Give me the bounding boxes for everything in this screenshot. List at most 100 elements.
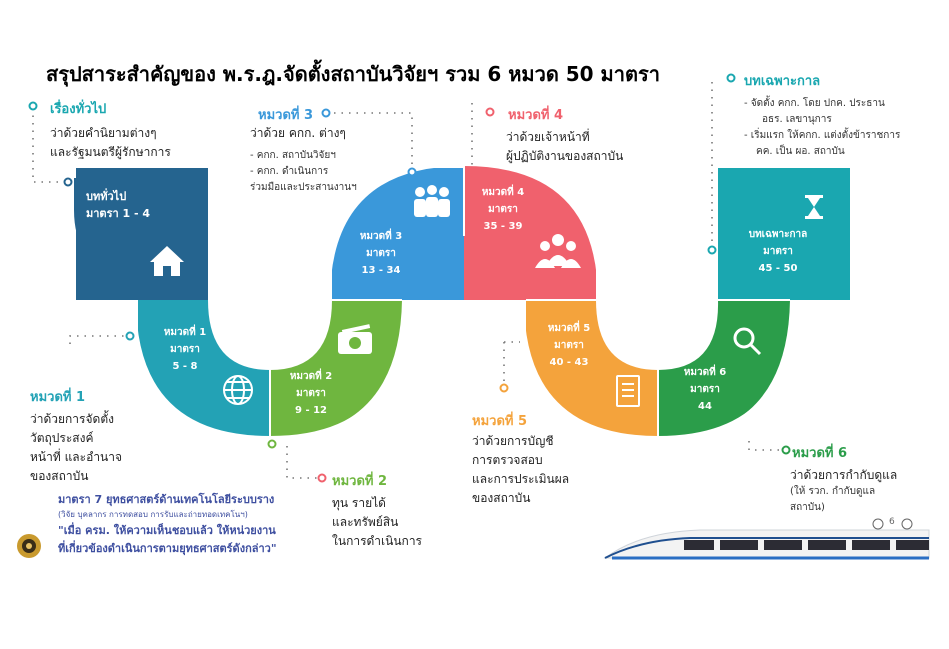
marker-ch2 xyxy=(317,473,327,483)
segment-ch4-line1: หมวดที่ 4 xyxy=(481,187,525,198)
caption-ch3-body: ว่าด้วย คกก. ต่างๆ xyxy=(250,124,346,143)
marker-ch4 xyxy=(485,107,495,117)
caption-ch5-line: ของสถาบัน xyxy=(472,491,531,505)
segment-ch4-label: หมวดที่ 4 มาตรา 35 - 39 xyxy=(470,184,536,235)
segment-ch4-line3: 35 - 39 xyxy=(483,221,523,232)
marker-ch1 xyxy=(125,331,135,341)
institute-seal xyxy=(17,534,41,558)
house-icon xyxy=(150,246,184,276)
segment-ch3-line2: มาตรา xyxy=(366,248,396,259)
strategy-note-quote-2: ที่เกี่ยวข้องดำเนินการตามยุทธศาสตร์ดังกล… xyxy=(58,542,277,555)
caption-ch2-line: ทุน รายได้ xyxy=(332,496,386,510)
caption-general-line: และรัฐมนตรีผู้รักษาการ xyxy=(50,145,171,159)
caption-ch5-line: และการประเมินผล xyxy=(472,472,570,486)
caption-ch6-subline: (ให้ รวก. กำกับดูแล xyxy=(790,486,876,497)
segment-ch6-line1: หมวดที่ 6 xyxy=(683,367,727,378)
caption-ch1-line: หน้าที่ และอำนาจ xyxy=(30,450,123,464)
caption-general-body: ว่าด้วยคำนิยามต่างๆ และรัฐมนตรีผู้รักษาก… xyxy=(50,124,171,162)
caption-ch3-line: ว่าด้วย คกก. ต่างๆ xyxy=(250,126,346,140)
curve-outer-ch3 xyxy=(326,160,464,300)
caption-ch5-line: ว่าด้วยการบัญชี xyxy=(472,434,554,448)
curve-outer-ch2 xyxy=(270,300,410,440)
segment-transitional-body xyxy=(718,168,850,300)
caption-ch4-line: ผู้ปฏิบัติงานของสถาบัน xyxy=(506,149,624,163)
leader-ch5 xyxy=(503,341,520,386)
marker-general-2 xyxy=(63,177,73,187)
people-icon xyxy=(414,185,450,217)
segment-general-label: บททั่วไป มาตรา 1 - 4 xyxy=(86,188,150,222)
caption-ch1-body: ว่าด้วยการจัดตั้ง วัตถุประสงค์ หน้าที่ แ… xyxy=(30,410,122,486)
caption-ch5-line: การตรวจสอบ xyxy=(472,453,543,467)
curve-cutout-3 xyxy=(596,300,719,370)
marker-ch3 xyxy=(407,167,417,177)
segment-transitional-label: บทเฉพาะกาล มาตรา 45 - 50 xyxy=(730,226,826,277)
caption-ch4-line: ว่าด้วยเจ้าหน้าที่ xyxy=(506,130,590,144)
train-graphic xyxy=(603,529,930,560)
marker-transitional-2 xyxy=(707,245,717,255)
segment-ch1-label: หมวดที่ 1 มาตรา 5 - 8 xyxy=(150,324,220,375)
marker-ch6 xyxy=(781,445,791,455)
segment-ch3-line3: 13 - 34 xyxy=(361,265,401,276)
marker-general-1 xyxy=(28,101,38,111)
marker-ch3-b xyxy=(321,108,331,118)
strategy-note-title: มาตรา 7 ยุทธศาสตร์ด้านเทคโนโลยีระบบราง xyxy=(58,493,275,506)
caption-ch2-body: ทุน รายได้ และทรัพย์สิน ในการดำเนินการ xyxy=(332,494,422,551)
caption-ch6-small: (ให้ รวก. กำกับดูแล สถาบัน) xyxy=(790,484,875,516)
page-number: 6 xyxy=(889,517,895,527)
strategy-note-subtitle: (วิจัย บุคลากร การทดสอบ การรับและถ่ายทอด… xyxy=(58,510,248,519)
segment-ch5-line1: หมวดที่ 5 xyxy=(547,323,591,334)
caption-general-heading: เรื่องทั่วไป xyxy=(50,102,107,117)
segment-ch1-line1: หมวดที่ 1 xyxy=(163,327,207,338)
segment-ch4-line2: มาตรา xyxy=(488,204,518,215)
segment-ch5-line2: มาตรา xyxy=(554,340,584,351)
magnifier-icon xyxy=(733,327,762,356)
caption-ch3-subline: ร่วมมือและประสานงานฯ xyxy=(250,182,357,193)
page-title: สรุปสาระสำคัญของ พ.ร.ฎ.จัดตั้งสถาบันวิจั… xyxy=(46,62,660,86)
caption-ch1-heading: หมวดที่ 1 xyxy=(30,390,86,405)
caption-transitional-subline: คค. เป็น ผอ. สถาบัน xyxy=(756,146,845,157)
hourglass-icon xyxy=(805,195,823,219)
marker-transitional-1 xyxy=(726,73,736,83)
curve-outer-ch4 xyxy=(464,160,602,300)
segment-ch1-line2: มาตรา xyxy=(170,344,200,355)
segment-ch2-line3: 9 - 12 xyxy=(295,405,327,416)
caption-general-line: ว่าด้วยคำนิยามต่างๆ xyxy=(50,126,157,140)
segment-transitional-line2: มาตรา xyxy=(763,246,793,257)
caption-ch2-line: และทรัพย์สิน xyxy=(332,515,399,529)
segment-ch6-line3: 44 xyxy=(698,401,712,412)
segment-ch3-line1: หมวดที่ 3 xyxy=(359,231,403,242)
leader-ch6 xyxy=(748,441,782,451)
curve-outer-ch6 xyxy=(658,300,798,440)
caption-ch6-heading: หมวดที่ 6 xyxy=(792,446,848,461)
caption-ch3-heading: หมวดที่ 3 xyxy=(258,108,314,123)
leader-markers xyxy=(28,73,791,483)
segment-ch2-label: หมวดที่ 2 มาตรา 9 - 12 xyxy=(276,368,346,419)
segment-ch5-label: หมวดที่ 5 มาตรา 40 - 43 xyxy=(532,320,606,371)
group-icon xyxy=(535,234,581,268)
caption-ch3-subline: - คกก. ดำเนินการ xyxy=(250,166,329,177)
caption-ch5-body: ว่าด้วยการบัญชี การตรวจสอบ และการประเมิน… xyxy=(472,432,569,508)
segment-general-line2: มาตรา 1 - 4 xyxy=(86,207,151,220)
segment-ch1-line3: 5 - 8 xyxy=(172,361,198,372)
globe-icon xyxy=(223,375,253,405)
leader-ch1 xyxy=(69,335,130,344)
caption-transitional-small: - จัดตั้ง คกก. โดย ปกค. ประธาน อธร. เลขา… xyxy=(744,96,900,160)
segment-transitional-line3: 45 - 50 xyxy=(758,263,798,274)
segment-ch6-label: หมวดที่ 6 มาตรา 44 xyxy=(668,364,742,415)
caption-ch2-heading: หมวดที่ 2 xyxy=(332,474,388,489)
leader-lines xyxy=(32,82,782,479)
pagination xyxy=(872,518,913,530)
caption-ch4-body: ว่าด้วยเจ้าหน้าที่ ผู้ปฏิบัติงานของสถาบั… xyxy=(506,128,623,166)
segment-ch3-label: หมวดที่ 3 มาตรา 13 - 34 xyxy=(344,228,418,279)
curve-outer-ch5 xyxy=(518,300,658,440)
segment-general-line1: บททั่วไป xyxy=(86,190,127,203)
caption-ch5-heading: หมวดที่ 5 xyxy=(472,414,528,429)
next-page-button[interactable] xyxy=(901,518,913,530)
caption-ch3-subline: - คกก. สถาบันวิจัยฯ xyxy=(250,150,336,161)
caption-ch6-body: ว่าด้วยการกำกับดูแล xyxy=(790,466,897,485)
segment-general-body xyxy=(76,168,208,300)
strategy-note-quote-1: "เมื่อ ครม. ให้ความเห็นชอบแล้ว ให้หน่วยง… xyxy=(58,524,276,537)
caption-transitional-subline: - เริ่มแรก ให้คกก. แต่งตั้งข้าราชการ xyxy=(744,130,901,141)
prev-page-button[interactable] xyxy=(872,518,884,530)
leader-ch2 xyxy=(286,446,318,479)
